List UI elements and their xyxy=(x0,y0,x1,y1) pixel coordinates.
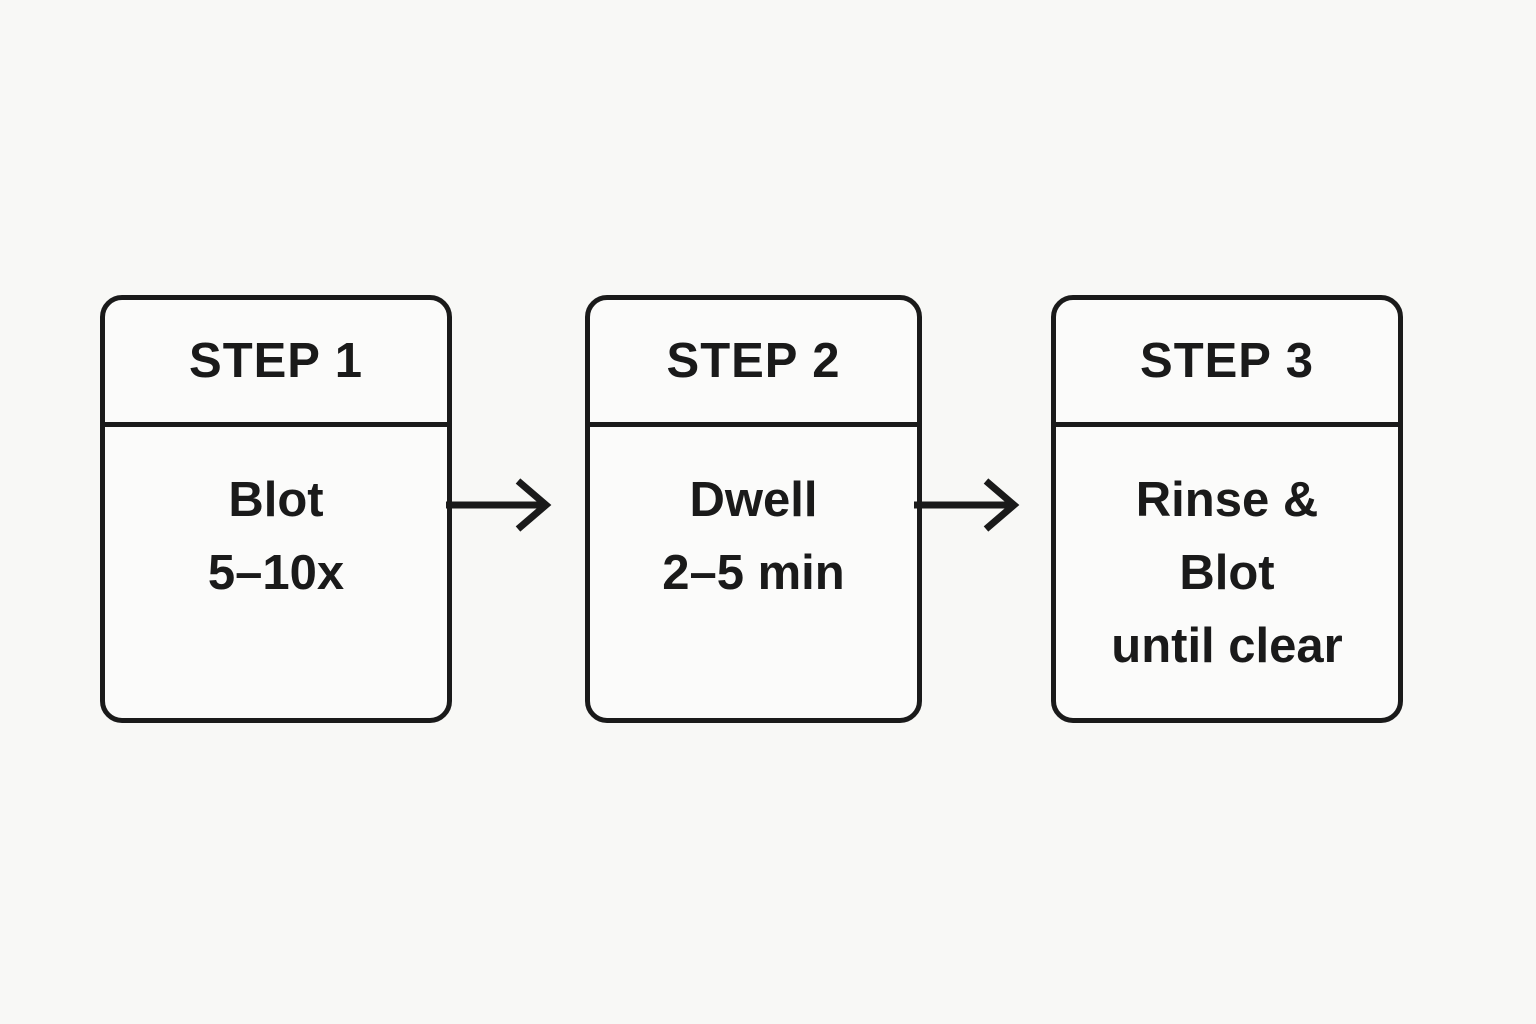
step-1-line-1: Blot xyxy=(228,473,324,527)
step-1-body: Blot 5–10x xyxy=(105,427,447,718)
arrow-right-icon xyxy=(446,468,552,542)
step-1-box: STEP 1 Blot 5–10x xyxy=(100,295,452,723)
step-1-header: STEP 1 xyxy=(105,300,447,427)
step-3-body: Rinse & Blot until clear xyxy=(1056,427,1398,718)
step-3-box: STEP 3 Rinse & Blot until clear xyxy=(1051,295,1403,723)
step-3-line-2: Blot xyxy=(1179,546,1275,600)
step-2-line-1: Dwell xyxy=(689,473,818,527)
step-1-title: STEP 1 xyxy=(189,334,363,388)
step-2-box: STEP 2 Dwell 2–5 min xyxy=(585,295,922,723)
step-3-line-1: Rinse & xyxy=(1135,473,1319,527)
step-2-header: STEP 2 xyxy=(590,300,917,427)
step-3-title: STEP 3 xyxy=(1140,334,1314,388)
arrow-right-icon xyxy=(914,468,1020,542)
step-2-title: STEP 2 xyxy=(666,334,841,388)
step-3-line-3: until clear xyxy=(1111,619,1343,673)
step-2-body: Dwell 2–5 min xyxy=(590,427,917,718)
step-3-header: STEP 3 xyxy=(1056,300,1398,427)
step-2-line-2: 2–5 min xyxy=(662,546,845,600)
step-1-line-2: 5–10x xyxy=(207,546,345,600)
